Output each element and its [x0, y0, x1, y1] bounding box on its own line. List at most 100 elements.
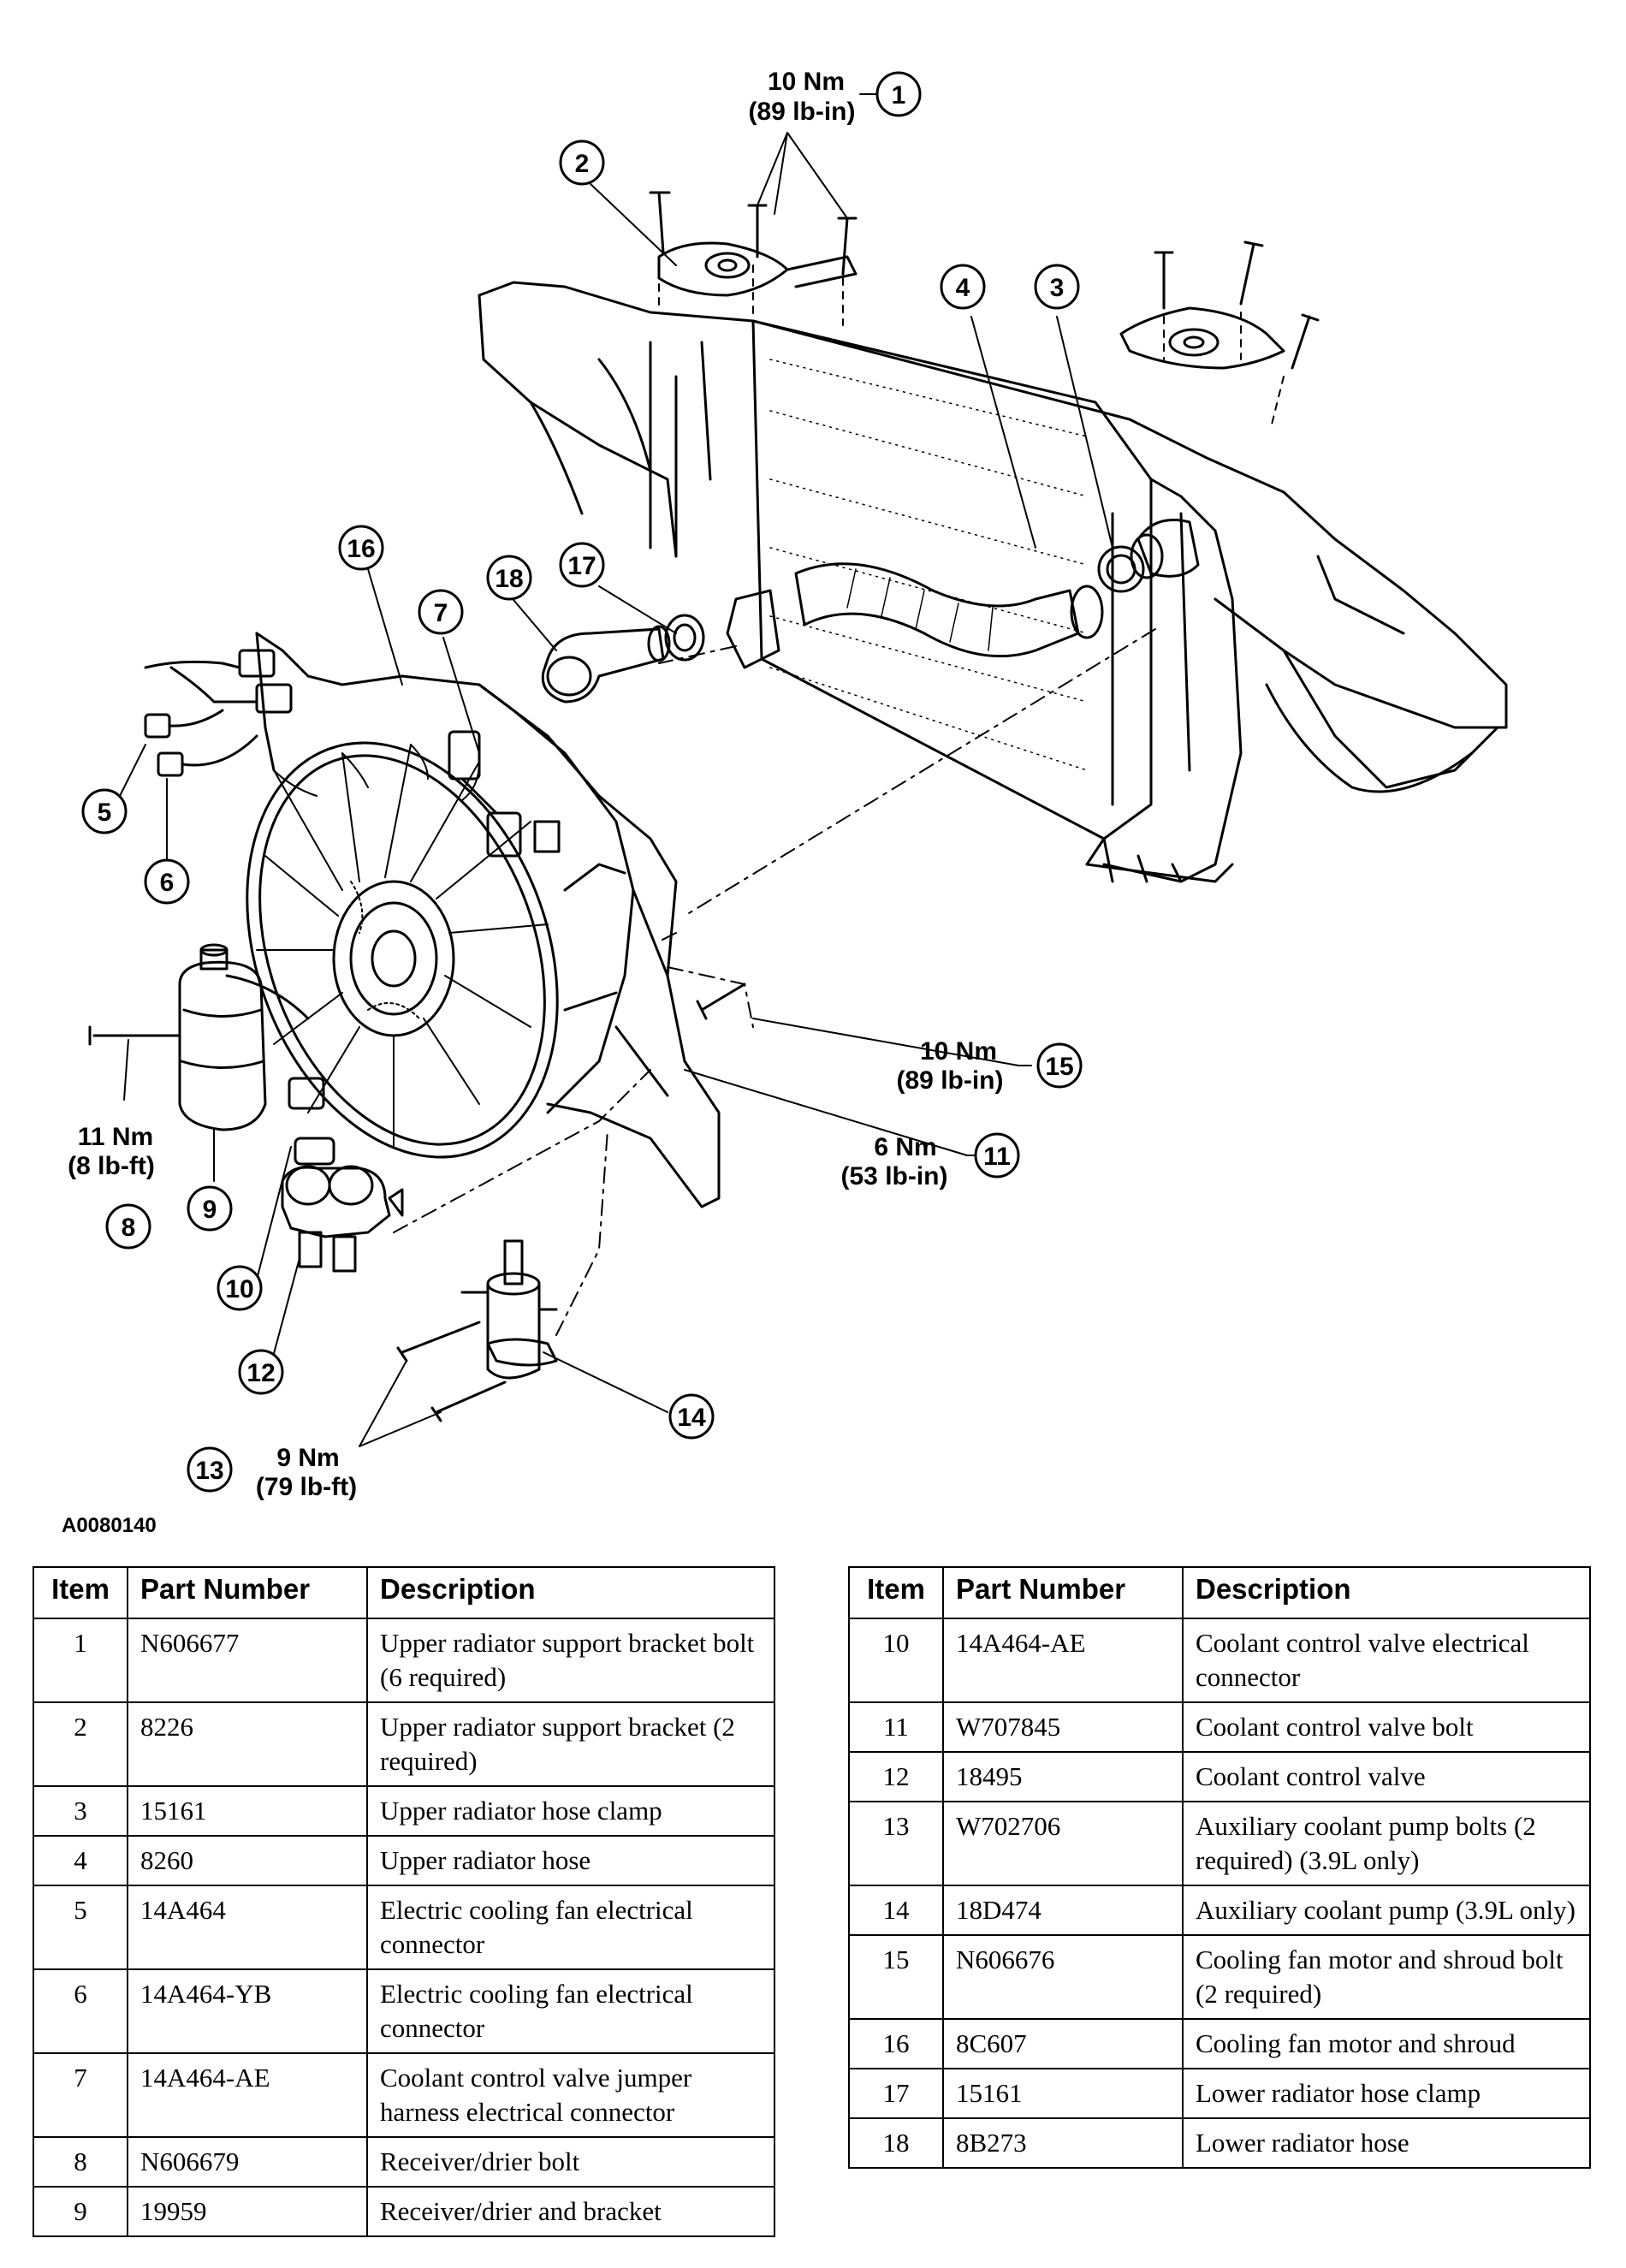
item-number: 7 [33, 2052, 128, 2138]
callout-10: 10 [217, 1265, 263, 1311]
part-number: W702706 [942, 1801, 1184, 1886]
upper-bracket-left [657, 241, 858, 297]
torque-spec-11: 6 Nm (53 lb-in) [841, 1133, 948, 1190]
part-number: 8B273 [942, 2117, 1184, 2169]
part-description: Receiver/drier bolt [366, 2136, 775, 2188]
part-description: Electric cooling fan electrical connecto… [366, 1885, 775, 1970]
upper-hose-clamp [1097, 545, 1145, 593]
header-description: Description [366, 1566, 775, 1619]
part-number: N606679 [127, 2136, 368, 2188]
cooling-fan-shroud [255, 632, 721, 1208]
svg-text:12: 12 [246, 1359, 275, 1387]
part-number: 8226 [127, 1701, 368, 1787]
svg-text:18: 18 [495, 565, 523, 593]
torque-spec-15: 10 Nm (89 lb-in) [897, 1037, 1004, 1095]
item-number: 18 [848, 2117, 944, 2169]
callout-13: 13 [187, 1446, 233, 1493]
part-description: Auxiliary coolant pump bolts (2 required… [1182, 1801, 1591, 1886]
lower-hose-clamp [664, 614, 705, 662]
callouts: 1 2 3 4 5 6 7 8 9 10 11 12 13 14 15 16 1… [81, 71, 1083, 1493]
item-number: 4 [33, 1835, 128, 1886]
item-number: 8 [33, 2136, 128, 2188]
svg-text:2: 2 [575, 150, 590, 178]
item-number: 17 [848, 2068, 944, 2119]
part-description: Upper radiator support bracket (2 requir… [366, 1701, 775, 1787]
part-description: Cooling fan motor and shroud bolt (2 req… [1182, 1934, 1591, 2020]
item-number: 11 [848, 1701, 944, 1753]
part-description: Receiver/drier and bracket [366, 2186, 775, 2237]
header-description: Description [1182, 1566, 1591, 1619]
callout-3: 3 [1034, 264, 1080, 310]
cooling-fan [246, 741, 559, 1159]
svg-text:6 Nm: 6 Nm [874, 1133, 936, 1161]
svg-text:14: 14 [677, 1404, 706, 1432]
callout-2: 2 [559, 140, 605, 186]
torque-spec-1: 10 Nm (89 lb-in) [749, 68, 856, 126]
item-number: 16 [848, 2018, 944, 2069]
radiator-filler-neck [1130, 519, 1200, 579]
svg-text:7: 7 [434, 599, 448, 627]
item-number: 13 [848, 1801, 944, 1886]
part-description: Coolant control valve electrical connect… [1182, 1618, 1591, 1703]
part-number: 18D474 [942, 1885, 1184, 1936]
alignment-lines [393, 628, 1156, 1336]
item-number: 2 [33, 1701, 128, 1787]
svg-text:9: 9 [203, 1196, 217, 1224]
header-item: Item [848, 1566, 944, 1619]
exploded-view-diagram: 1 2 3 4 5 6 7 8 9 10 11 12 13 14 15 16 1… [62, 68, 1508, 1537]
svg-text:3: 3 [1050, 274, 1065, 302]
part-description: Lower radiator hose clamp [1182, 2068, 1591, 2119]
svg-text:(8 lb-ft): (8 lb-ft) [68, 1152, 155, 1180]
table-header-row: Item Part Number Description [33, 1566, 775, 1619]
svg-text:6: 6 [160, 869, 175, 897]
part-number: W707845 [942, 1701, 1184, 1753]
part-number: 14A464-YB [127, 1968, 368, 2054]
svg-text:11: 11 [983, 1143, 1011, 1171]
svg-text:1: 1 [892, 81, 906, 110]
fan-electrical-connectors [144, 649, 561, 858]
callout-17: 17 [559, 542, 605, 588]
item-number: 15 [848, 1934, 944, 2020]
receiver-drier [88, 943, 310, 1131]
svg-text:4: 4 [956, 274, 970, 302]
svg-text:(79 lb-ft): (79 lb-ft) [256, 1473, 357, 1501]
lower-outlet [726, 589, 780, 669]
callout-12: 12 [238, 1349, 284, 1395]
item-number: 14 [848, 1885, 944, 1936]
auxiliary-coolant-pump [460, 1239, 558, 1380]
callout-5: 5 [81, 788, 128, 834]
svg-text:16: 16 [347, 535, 375, 563]
item-number: 5 [33, 1885, 128, 1970]
header-part-number: Part Number [127, 1566, 368, 1619]
part-description: Coolant control valve jumper harness ele… [366, 2052, 775, 2138]
callout-7: 7 [418, 589, 464, 635]
part-description: Coolant control valve bolt [1182, 1701, 1591, 1753]
header-part-number: Part Number [942, 1566, 1184, 1619]
coolant-control-valve [281, 1077, 404, 1273]
part-number: 15161 [942, 2068, 1184, 2119]
callout-8: 8 [105, 1203, 151, 1250]
leader-lines [115, 93, 1113, 1447]
part-number: 14A464 [127, 1885, 368, 1970]
figure-id: A0080140 [62, 1514, 157, 1537]
callout-15: 15 [1036, 1042, 1083, 1089]
callout-16: 16 [338, 525, 384, 571]
part-description: Upper radiator hose [366, 1835, 775, 1886]
